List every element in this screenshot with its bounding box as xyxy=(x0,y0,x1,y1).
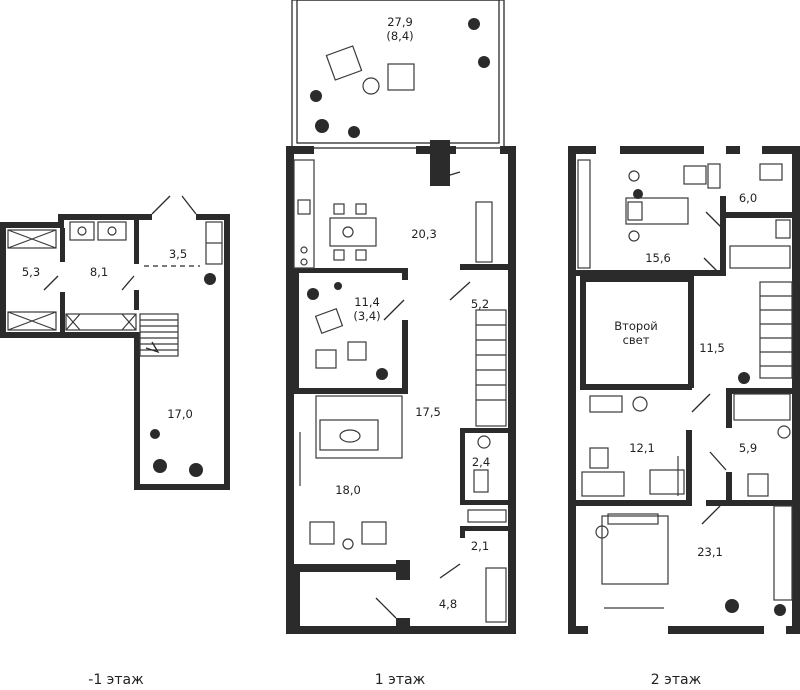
room-area-1-living: 17,5 xyxy=(415,405,441,419)
floor-minus1-title: -1 этаж xyxy=(88,672,144,688)
second-light-label-line1: Второй xyxy=(614,319,657,333)
room-area-2-hall: 11,5 xyxy=(699,341,725,355)
room-area-2-bath2: 5,9 xyxy=(739,441,757,455)
room-area-minus1-3: 17,0 xyxy=(167,407,193,421)
room-area-2-gym: 12,1 xyxy=(629,441,655,455)
room-area-2-master: 23,1 xyxy=(697,545,723,559)
floor-1-plan xyxy=(286,0,516,634)
floor-minus1-labels: 5,3 8,1 3,5 17,0 xyxy=(22,247,193,421)
floor-2-title: 2 этаж xyxy=(651,672,702,688)
floor-2-labels: 6,0 15,6 Второй свет 11,5 12,1 5,9 23,1 xyxy=(614,191,757,559)
room-area-minus1-1: 8,1 xyxy=(90,265,108,279)
room-area-2-bedroom: 15,6 xyxy=(645,251,671,265)
room-area-minus1-0: 5,3 xyxy=(22,265,40,279)
room-area-1-lounge-sub: (3,4) xyxy=(353,309,380,323)
second-light-label-line2: свет xyxy=(623,333,650,347)
floor-minus1-plan xyxy=(0,195,230,490)
room-area-1-wc: 2,4 xyxy=(472,455,490,469)
room-area-minus1-2: 3,5 xyxy=(169,247,187,261)
floor-1-title: 1 этаж xyxy=(375,672,426,688)
room-area-2-bath1: 6,0 xyxy=(739,191,757,205)
room-area-1-dining: 18,0 xyxy=(335,483,361,497)
room-area-1-lounge: 11,4 xyxy=(354,295,380,309)
floor-1-labels: 27,9 (8,4) 20,3 11,4 (3,4) 5,2 17,5 2,4 … xyxy=(335,15,490,611)
room-area-1-terrace: 27,9 xyxy=(387,15,413,29)
room-area-1-entry: 4,8 xyxy=(439,597,457,611)
floor-2-plan xyxy=(568,146,800,634)
room-area-1-storage: 2,1 xyxy=(471,539,489,553)
room-area-1-hall: 5,2 xyxy=(471,297,489,311)
room-area-1-terrace-sub: (8,4) xyxy=(386,29,413,43)
room-area-1-kitchen: 20,3 xyxy=(411,227,437,241)
